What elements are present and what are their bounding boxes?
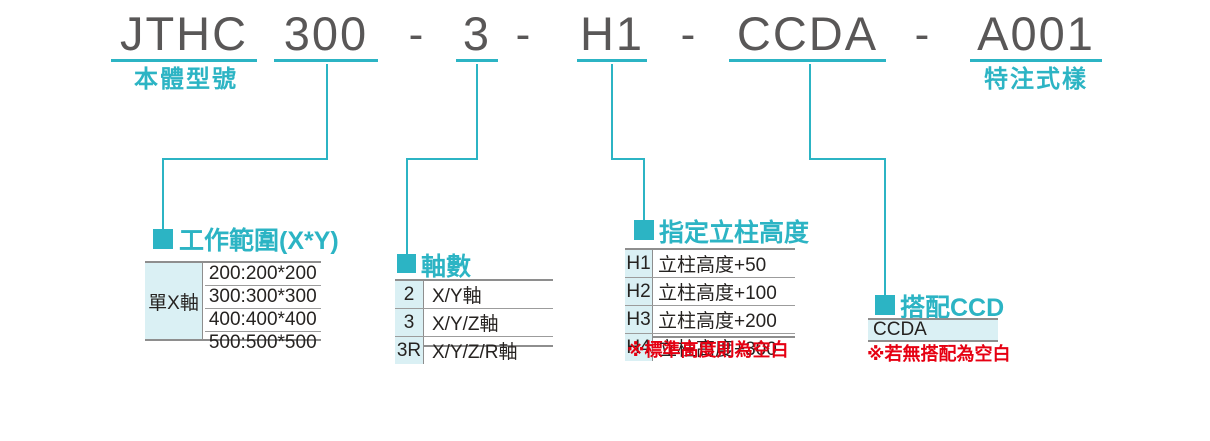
connector-ccd (809, 64, 886, 296)
ccd-title: 搭配CCD (900, 294, 1005, 322)
connector-axis-count (406, 64, 478, 255)
table-row: 3R X/Y/Z/R軸 (395, 336, 553, 364)
height-code-cell: H3 (625, 306, 653, 333)
column-height-note: ※標準高度則為空白 (627, 340, 789, 360)
height-desc-cell: 立柱高度+300 (658, 339, 777, 360)
table-cell: 200:200*200 (208, 263, 317, 284)
code-segment-body-model: JTHC (111, 7, 257, 62)
working-range-title: 工作範圍(X*Y) (179, 227, 339, 255)
code-separator: - (515, 10, 531, 59)
code-separator: - (408, 10, 424, 59)
axis-count-title: 軸數 (421, 253, 472, 281)
axis-desc-cell: X/Y/Z/R軸 (432, 342, 518, 363)
code-segment-working-range: 300 (274, 7, 378, 62)
square-bullet-icon (875, 295, 895, 315)
code-segment-axis-count: 3 (456, 7, 498, 62)
table-cell: 300:300*300 (204, 285, 321, 308)
axis-code-cell: 3R (395, 337, 424, 364)
ccd-value-cell: CCDA (873, 319, 927, 340)
axis-count-table: 2 X/Y軸 3 X/Y/Z軸 3R X/Y/Z/R軸 (395, 279, 553, 364)
table-row: 3 X/Y/Z軸 (395, 308, 553, 336)
special-spec-label: 特注式樣 (984, 66, 1088, 93)
code-separator: - (680, 10, 696, 59)
table-row: H4 立柱高度+300 (625, 333, 795, 361)
height-code-cell: H4 (625, 334, 653, 361)
code-segment-ccd: CCDA (729, 7, 886, 62)
working-range-table: 單X軸 200:200*200 300:300*300 400:400*400 … (145, 261, 321, 353)
ccd-note: ※若無搭配為空白 (867, 344, 1011, 364)
square-bullet-icon (397, 254, 416, 273)
height-code-cell: H2 (625, 278, 653, 305)
table-cell: 400:400*400 (204, 308, 321, 331)
square-bullet-icon (634, 220, 654, 240)
column-height-table: H1 立柱高度+50 H2 立柱高度+100 H3 立柱高度+200 H4 立柱… (625, 248, 795, 361)
height-desc-cell: 立柱高度+200 (658, 311, 777, 332)
square-bullet-icon (153, 229, 173, 249)
axis-desc-cell: X/Y/Z軸 (432, 314, 499, 335)
connector-column-height (611, 64, 645, 221)
row-header-single-x-axis: 單X軸 (145, 263, 203, 339)
table-cell: 500:500*500 (204, 331, 321, 354)
axis-code-cell: 2 (395, 281, 424, 308)
table-row: H1 立柱高度+50 (625, 250, 795, 277)
table-row: H2 立柱高度+100 (625, 277, 795, 305)
code-segment-column-height: H1 (577, 7, 647, 62)
column-height-title: 指定立柱高度 (659, 219, 810, 247)
axis-desc-cell: X/Y軸 (432, 286, 482, 307)
height-desc-cell: 立柱高度+100 (658, 283, 777, 304)
height-code-cell: H1 (625, 250, 653, 277)
table-row: H3 立柱高度+200 (625, 305, 795, 333)
code-segment-special-spec: A001 (970, 7, 1102, 62)
body-model-label: 本體型號 (134, 66, 238, 93)
axis-code-cell: 3 (395, 309, 424, 336)
working-range-values: 200:200*200 300:300*300 400:400*400 500:… (204, 263, 321, 353)
table-row: 2 X/Y軸 (395, 281, 553, 308)
ccd-table: CCDA (868, 318, 998, 342)
height-desc-cell: 立柱高度+50 (658, 255, 767, 276)
code-separator: - (914, 10, 930, 59)
